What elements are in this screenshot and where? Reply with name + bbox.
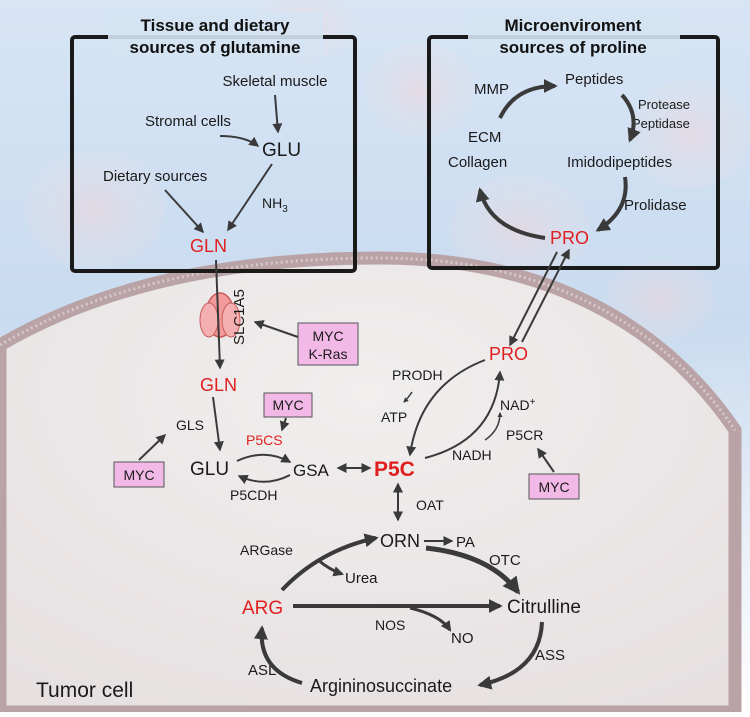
ass-label: ASS [535,647,565,664]
glutamine-box-gln: GLN [190,236,227,256]
myc-p5cr-box: MYC [528,473,580,500]
glutamine-box-glu: GLU [262,140,301,161]
arrow-dietary-to-gln [164,189,205,234]
arrow-mmp-to-peptides [498,79,558,119]
asl-label: ASL [248,662,276,679]
arrow-gsa-to-glu [237,474,291,485]
dietary-sources-label: Dietary sources [103,168,207,185]
arrow-glu-to-gln [227,163,273,232]
cell-argininosuccinate: Argininosuccinate [310,676,452,696]
arrow-arg-to-orn [280,533,379,592]
arrow-pro-into-cell [509,251,558,347]
mmp-label: MMP [474,81,509,98]
p5cr-label: P5CR [506,427,543,443]
nos-label: NOS [375,617,405,633]
cell-p5c: P5C [374,458,415,481]
myc-p5cr-label: MYC [538,479,569,495]
arrow-nos-to-no [409,606,452,632]
no-label: NO [451,630,474,647]
arrow-argininosuccinate-to-arg [253,625,303,685]
myc-gls-label: MYC [123,467,154,483]
myc-kras-box: MYC K-Ras [297,322,359,366]
p5cs-label: P5CS [246,432,283,448]
arrow-myc-to-p5cs [279,417,290,432]
arrow-myc-to-gls [138,433,167,461]
arrow-p5c-to-pro [424,370,505,459]
peptidase-label: Peptidase [632,116,690,131]
arrow-glu-to-gsa [236,453,292,463]
myc-p5cs-box: MYC [263,392,313,418]
imidodipeptides-label: Imidodipeptides [567,154,672,171]
nadh-label: NADH [452,447,492,463]
otc-label: OTC [489,552,521,569]
argase-label: ARGase [240,542,293,558]
skeletal-muscle-label: Skeletal muscle [222,73,327,90]
proline-box-title-line1: Microenviroment [505,16,642,35]
arrow-orn-to-citrulline [425,545,521,595]
arrow-pro-to-collagen [475,187,546,240]
prodh-label: PRODH [392,367,443,383]
cell-arg: ARG [242,598,283,619]
glutamine-sources-box: Tissue and dietary sources of glutamine … [70,12,357,273]
arrow-muscle-to-glu [272,94,283,134]
stromal-cells-label: Stromal cells [145,113,231,130]
urea-label: Urea [345,570,378,587]
collagen-label: Collagen [448,154,507,171]
atp-label: ATP [381,409,407,425]
ecm-label: ECM [468,129,501,146]
p5cdh-label: P5CDH [230,487,277,503]
slc1a5-transporter: SLC1A5 [199,289,248,345]
tumor-cell-label: Tumor cell [36,679,133,702]
gls-label: GLS [176,417,204,433]
nad-label: NAD+ [500,397,536,413]
cell-glu: GLU [190,459,229,480]
arrow-pro-to-p5c [406,359,486,457]
tumor-cell [0,251,742,717]
proline-box-pro: PRO [550,228,589,248]
arrow-imidodipeptides-to-pro [595,176,628,232]
arrow-citrulline-to-argininosuccinate [477,621,544,690]
arrow-pro-out-of-cell [521,248,570,343]
arrow-gln-to-glu [212,396,224,452]
cell-orn: ORN [380,531,420,551]
arrow-argase-to-urea [317,558,344,577]
myc-kras-kras-label: K-Ras [309,346,348,362]
glutamine-box-title-line2: sources of glutamine [130,38,301,57]
myc-kras-myc-label: MYC [312,328,343,344]
cell-citrulline: Citrulline [507,597,581,618]
myc-gls-box: MYC [113,461,165,488]
myc-p5cs-label: MYC [272,397,303,413]
arrow-myc-to-p5cr [537,447,555,473]
prolidase-label: Prolidase [624,197,687,214]
cell-gsa: GSA [293,461,330,480]
proline-sources-box: Microenviroment sources of proline MMP P… [427,12,720,270]
arrow-myc-kras-to-slc1a5 [253,320,299,338]
glutamine-box-title-line1: Tissue and dietary [141,16,291,35]
arrow-stromal-to-glu [219,135,260,147]
cell-gln: GLN [200,375,237,395]
arrow-nadh-to-nad [484,411,503,441]
slc1a5-label: SLC1A5 [231,289,248,345]
arrow-peptides-to-imidodipeptides [620,93,641,143]
oat-label: OAT [416,497,444,513]
cell-pro: PRO [489,344,528,364]
peptides-label: Peptides [565,71,623,88]
arrow-prodh-to-atp [403,391,413,403]
arrow-gln-transport [214,259,225,370]
nh3-label: NH3 [262,195,288,215]
proline-box-title-line2: sources of proline [499,38,646,57]
protease-label: Protease [638,97,690,112]
pa-label: PA [456,534,475,551]
